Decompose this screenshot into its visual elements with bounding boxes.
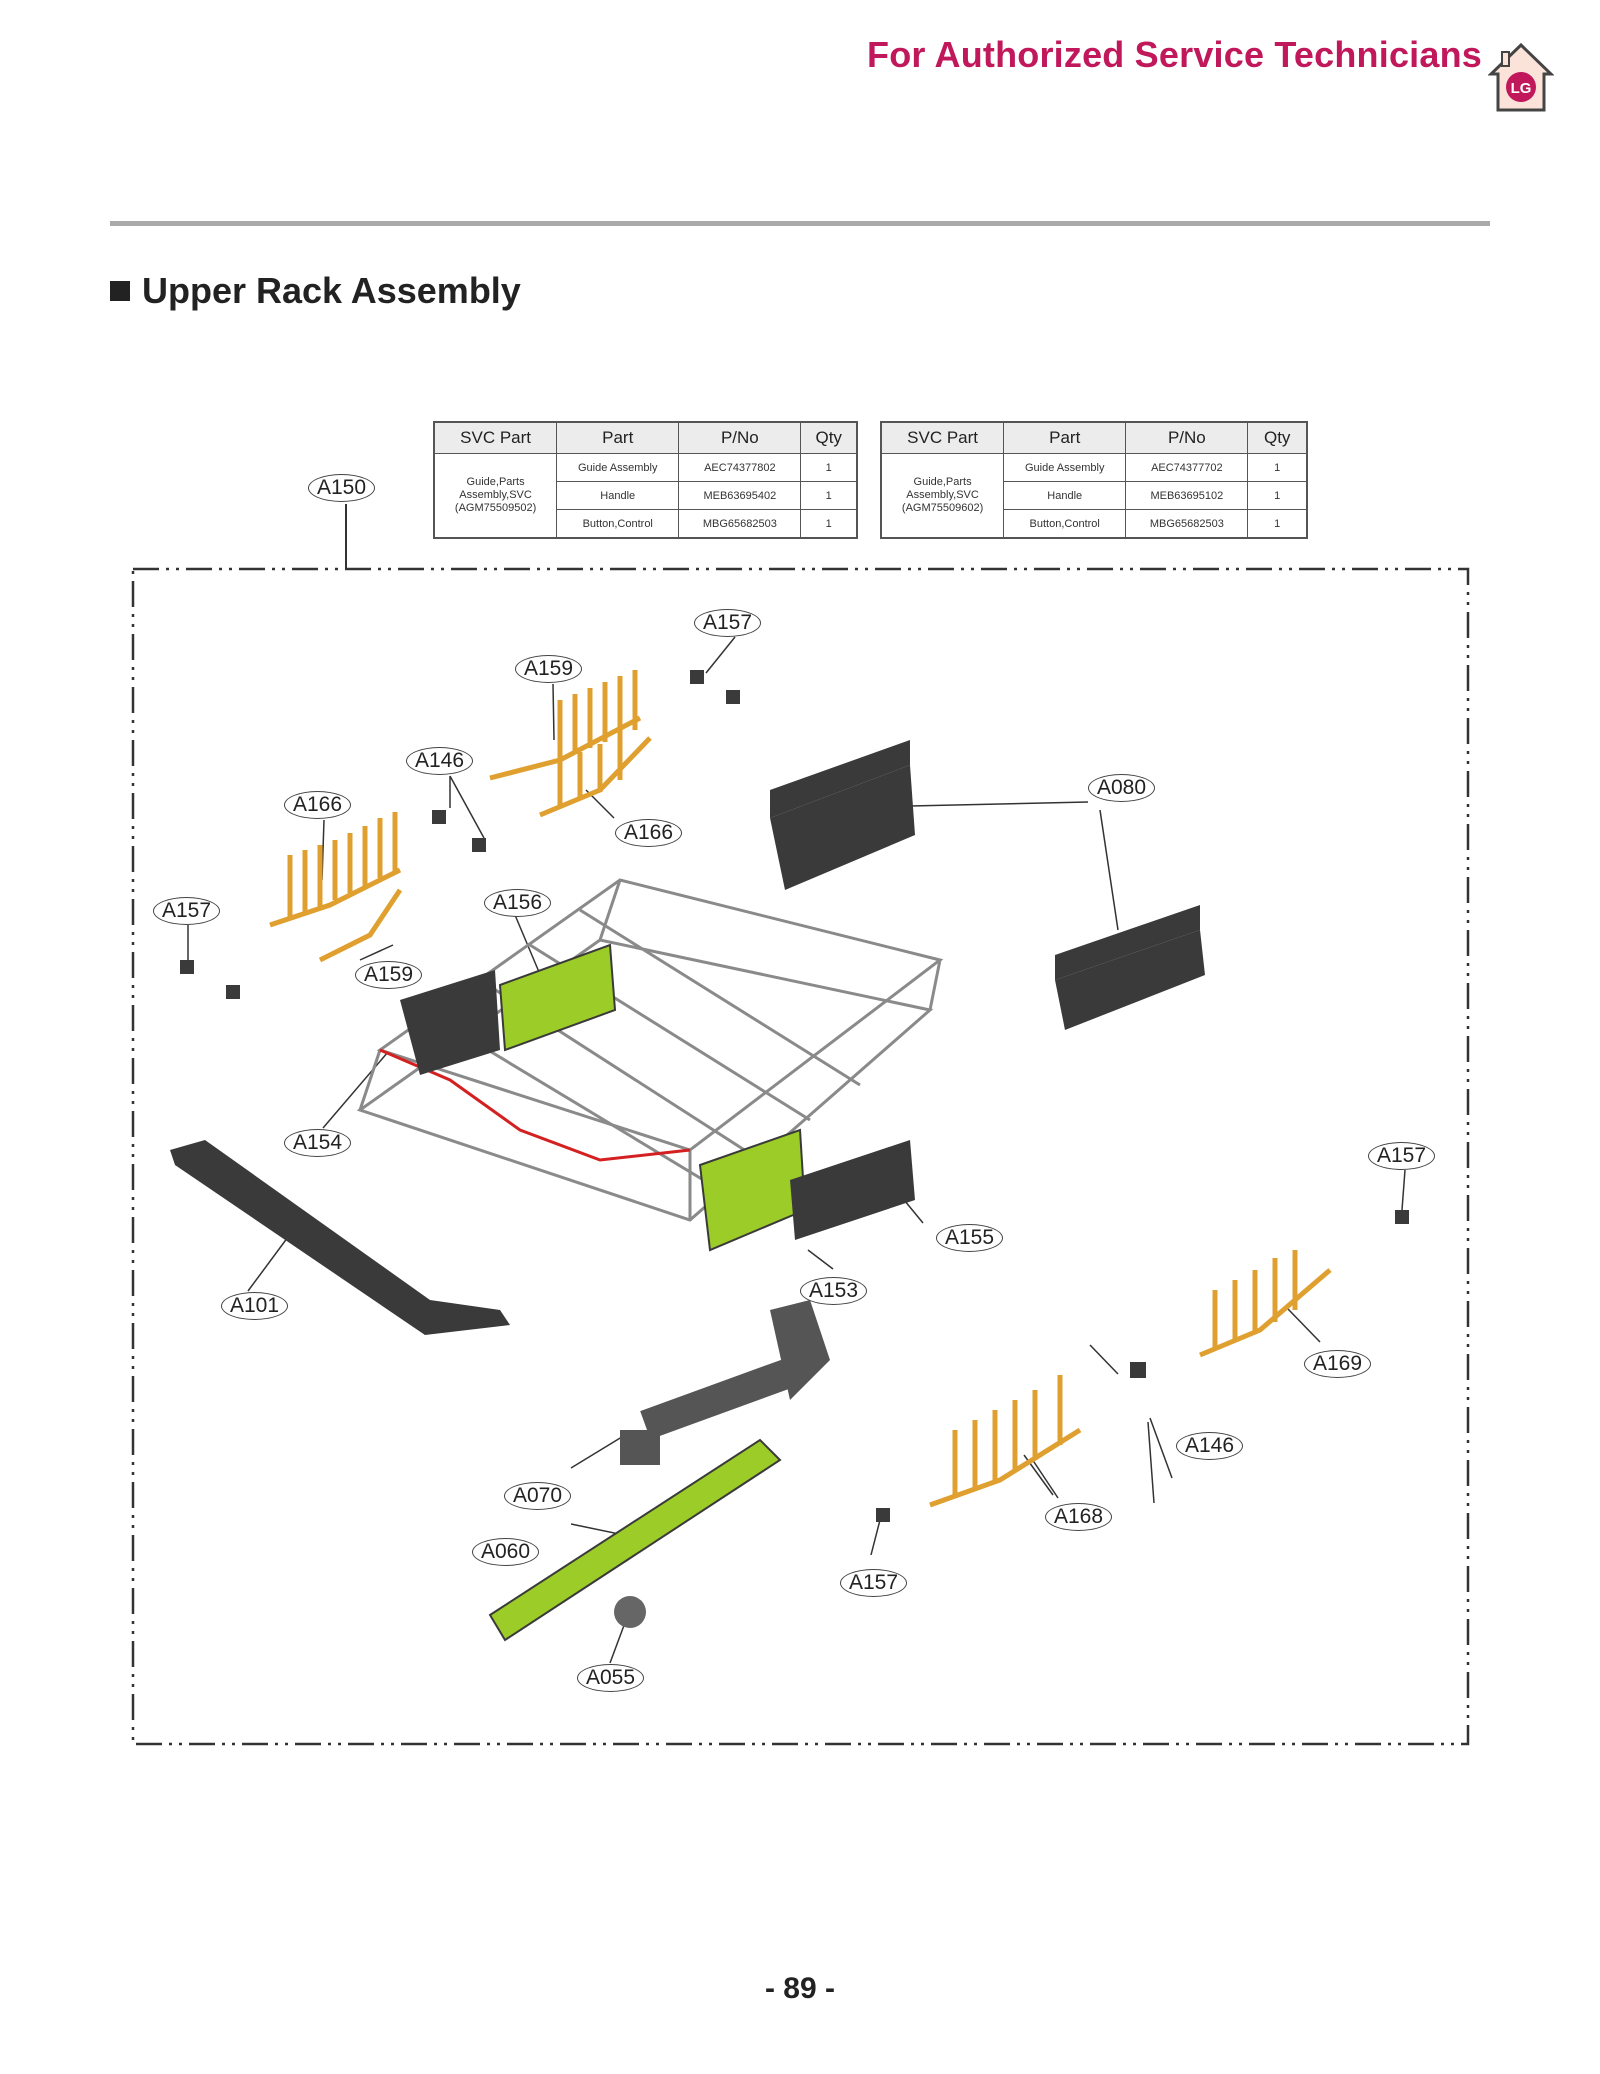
spray-arm-a060 xyxy=(488,1438,782,1642)
callout-a070: A070 xyxy=(504,1482,572,1510)
callout-a157: A157 xyxy=(840,1569,908,1597)
callout-a156: A156 xyxy=(484,889,552,917)
callout-a157: A157 xyxy=(153,897,221,925)
col-header-svc-part: SVC Part xyxy=(880,421,1005,454)
callout-a159: A159 xyxy=(355,961,423,989)
part-number: AEC74377702 xyxy=(1125,453,1249,482)
part-name: Button,Control xyxy=(556,509,680,539)
comb-insert-a080-bottom xyxy=(1055,905,1205,1030)
callout-a101: A101 xyxy=(221,1292,289,1320)
part-name: Guide Assembly xyxy=(1003,453,1127,482)
tine-rack-a168 xyxy=(929,1375,1082,1508)
col-header-qty: Qty xyxy=(1247,421,1308,454)
page-number: - 89 - xyxy=(764,1972,836,2005)
part-number: MBG65682503 xyxy=(678,509,802,539)
section-title: Upper Rack Assembly xyxy=(110,270,521,312)
col-header-qty: Qty xyxy=(800,421,858,454)
tine-rack-a169 xyxy=(1199,1250,1332,1358)
callout-a157: A157 xyxy=(1368,1142,1436,1170)
part-name: Button,Control xyxy=(1003,509,1127,539)
part-qty: 1 xyxy=(1247,453,1308,482)
callout-a166: A166 xyxy=(284,791,352,819)
col-header-part: Part xyxy=(1003,421,1127,454)
callout-a168: A168 xyxy=(1045,1503,1113,1531)
part-qty: 1 xyxy=(800,509,858,539)
callout-a080: A080 xyxy=(1088,774,1156,802)
svc-part-line: Assembly,SVC xyxy=(906,489,979,501)
spray-arm-support-a070 xyxy=(620,1300,830,1465)
small-clips xyxy=(180,670,1409,1522)
col-header-part: Part xyxy=(556,421,680,454)
callout-a153: A153 xyxy=(800,1277,868,1305)
svc-part-line: Assembly,SVC xyxy=(459,489,532,501)
callout-a154: A154 xyxy=(284,1129,352,1157)
col-header-pno: P/No xyxy=(1125,421,1249,454)
part-number: MEB63695402 xyxy=(678,481,802,510)
section-title-text: Upper Rack Assembly xyxy=(142,270,521,311)
callout-a146: A146 xyxy=(1176,1432,1244,1460)
svc-part-line: Guide,Parts xyxy=(913,476,972,488)
part-qty: 1 xyxy=(1247,509,1308,539)
green-guide-a153 xyxy=(698,1128,807,1252)
part-qty: 1 xyxy=(1247,481,1308,510)
callout-a060: A060 xyxy=(472,1538,540,1566)
svc-part-cell: Guide,Parts Assembly,SVC (AGM75509502) xyxy=(433,453,558,539)
part-qty: 1 xyxy=(800,453,858,482)
assembly-boundary xyxy=(131,567,1470,1746)
callout-a055: A055 xyxy=(577,1664,645,1692)
col-header-svc-part: SVC Part xyxy=(433,421,558,454)
part-number: MEB63695102 xyxy=(1125,481,1249,510)
callout-a146: A146 xyxy=(406,747,474,775)
callout-a150: A150 xyxy=(308,474,376,502)
tine-rack-a159-top xyxy=(489,670,652,818)
callout-a155: A155 xyxy=(936,1224,1004,1252)
header-title: For Authorized Service Technicians xyxy=(867,34,1482,75)
part-qty: 1 xyxy=(800,481,858,510)
dark-guide-a155 xyxy=(790,1140,915,1240)
part-name: Handle xyxy=(1003,481,1127,510)
lg-house-logo-icon: LG xyxy=(1488,42,1554,112)
callout-a157: A157 xyxy=(694,609,762,637)
parts-table-left: SVC Part Part P/No Qty Guide,Parts Assem… xyxy=(433,421,858,539)
green-guide-a156 xyxy=(498,943,617,1052)
part-number: AEC74377802 xyxy=(678,453,802,482)
spray-nut-a055 xyxy=(614,1596,646,1628)
square-bullet-icon xyxy=(110,281,130,301)
part-number: MBG65682503 xyxy=(1125,509,1249,539)
svc-part-line: (AGM75509602) xyxy=(901,502,984,514)
handle-a101 xyxy=(170,1140,510,1335)
header-divider xyxy=(110,221,1490,226)
parts-table-right: SVC Part Part P/No Qty Guide,Parts Assem… xyxy=(880,421,1308,539)
tine-rack-a166-left xyxy=(269,812,403,963)
callout-a169: A169 xyxy=(1304,1350,1372,1378)
comb-insert-a080-top xyxy=(770,740,915,890)
part-name: Handle xyxy=(556,481,680,510)
callout-a166: A166 xyxy=(615,819,683,847)
svc-part-line: Guide,Parts xyxy=(466,476,525,488)
svc-part-line: (AGM75509502) xyxy=(454,502,537,514)
svc-part-cell: Guide,Parts Assembly,SVC (AGM75509602) xyxy=(880,453,1005,539)
dark-guide-left xyxy=(400,970,500,1075)
callout-a159: A159 xyxy=(515,655,583,683)
logo-text: LG xyxy=(1511,80,1532,97)
